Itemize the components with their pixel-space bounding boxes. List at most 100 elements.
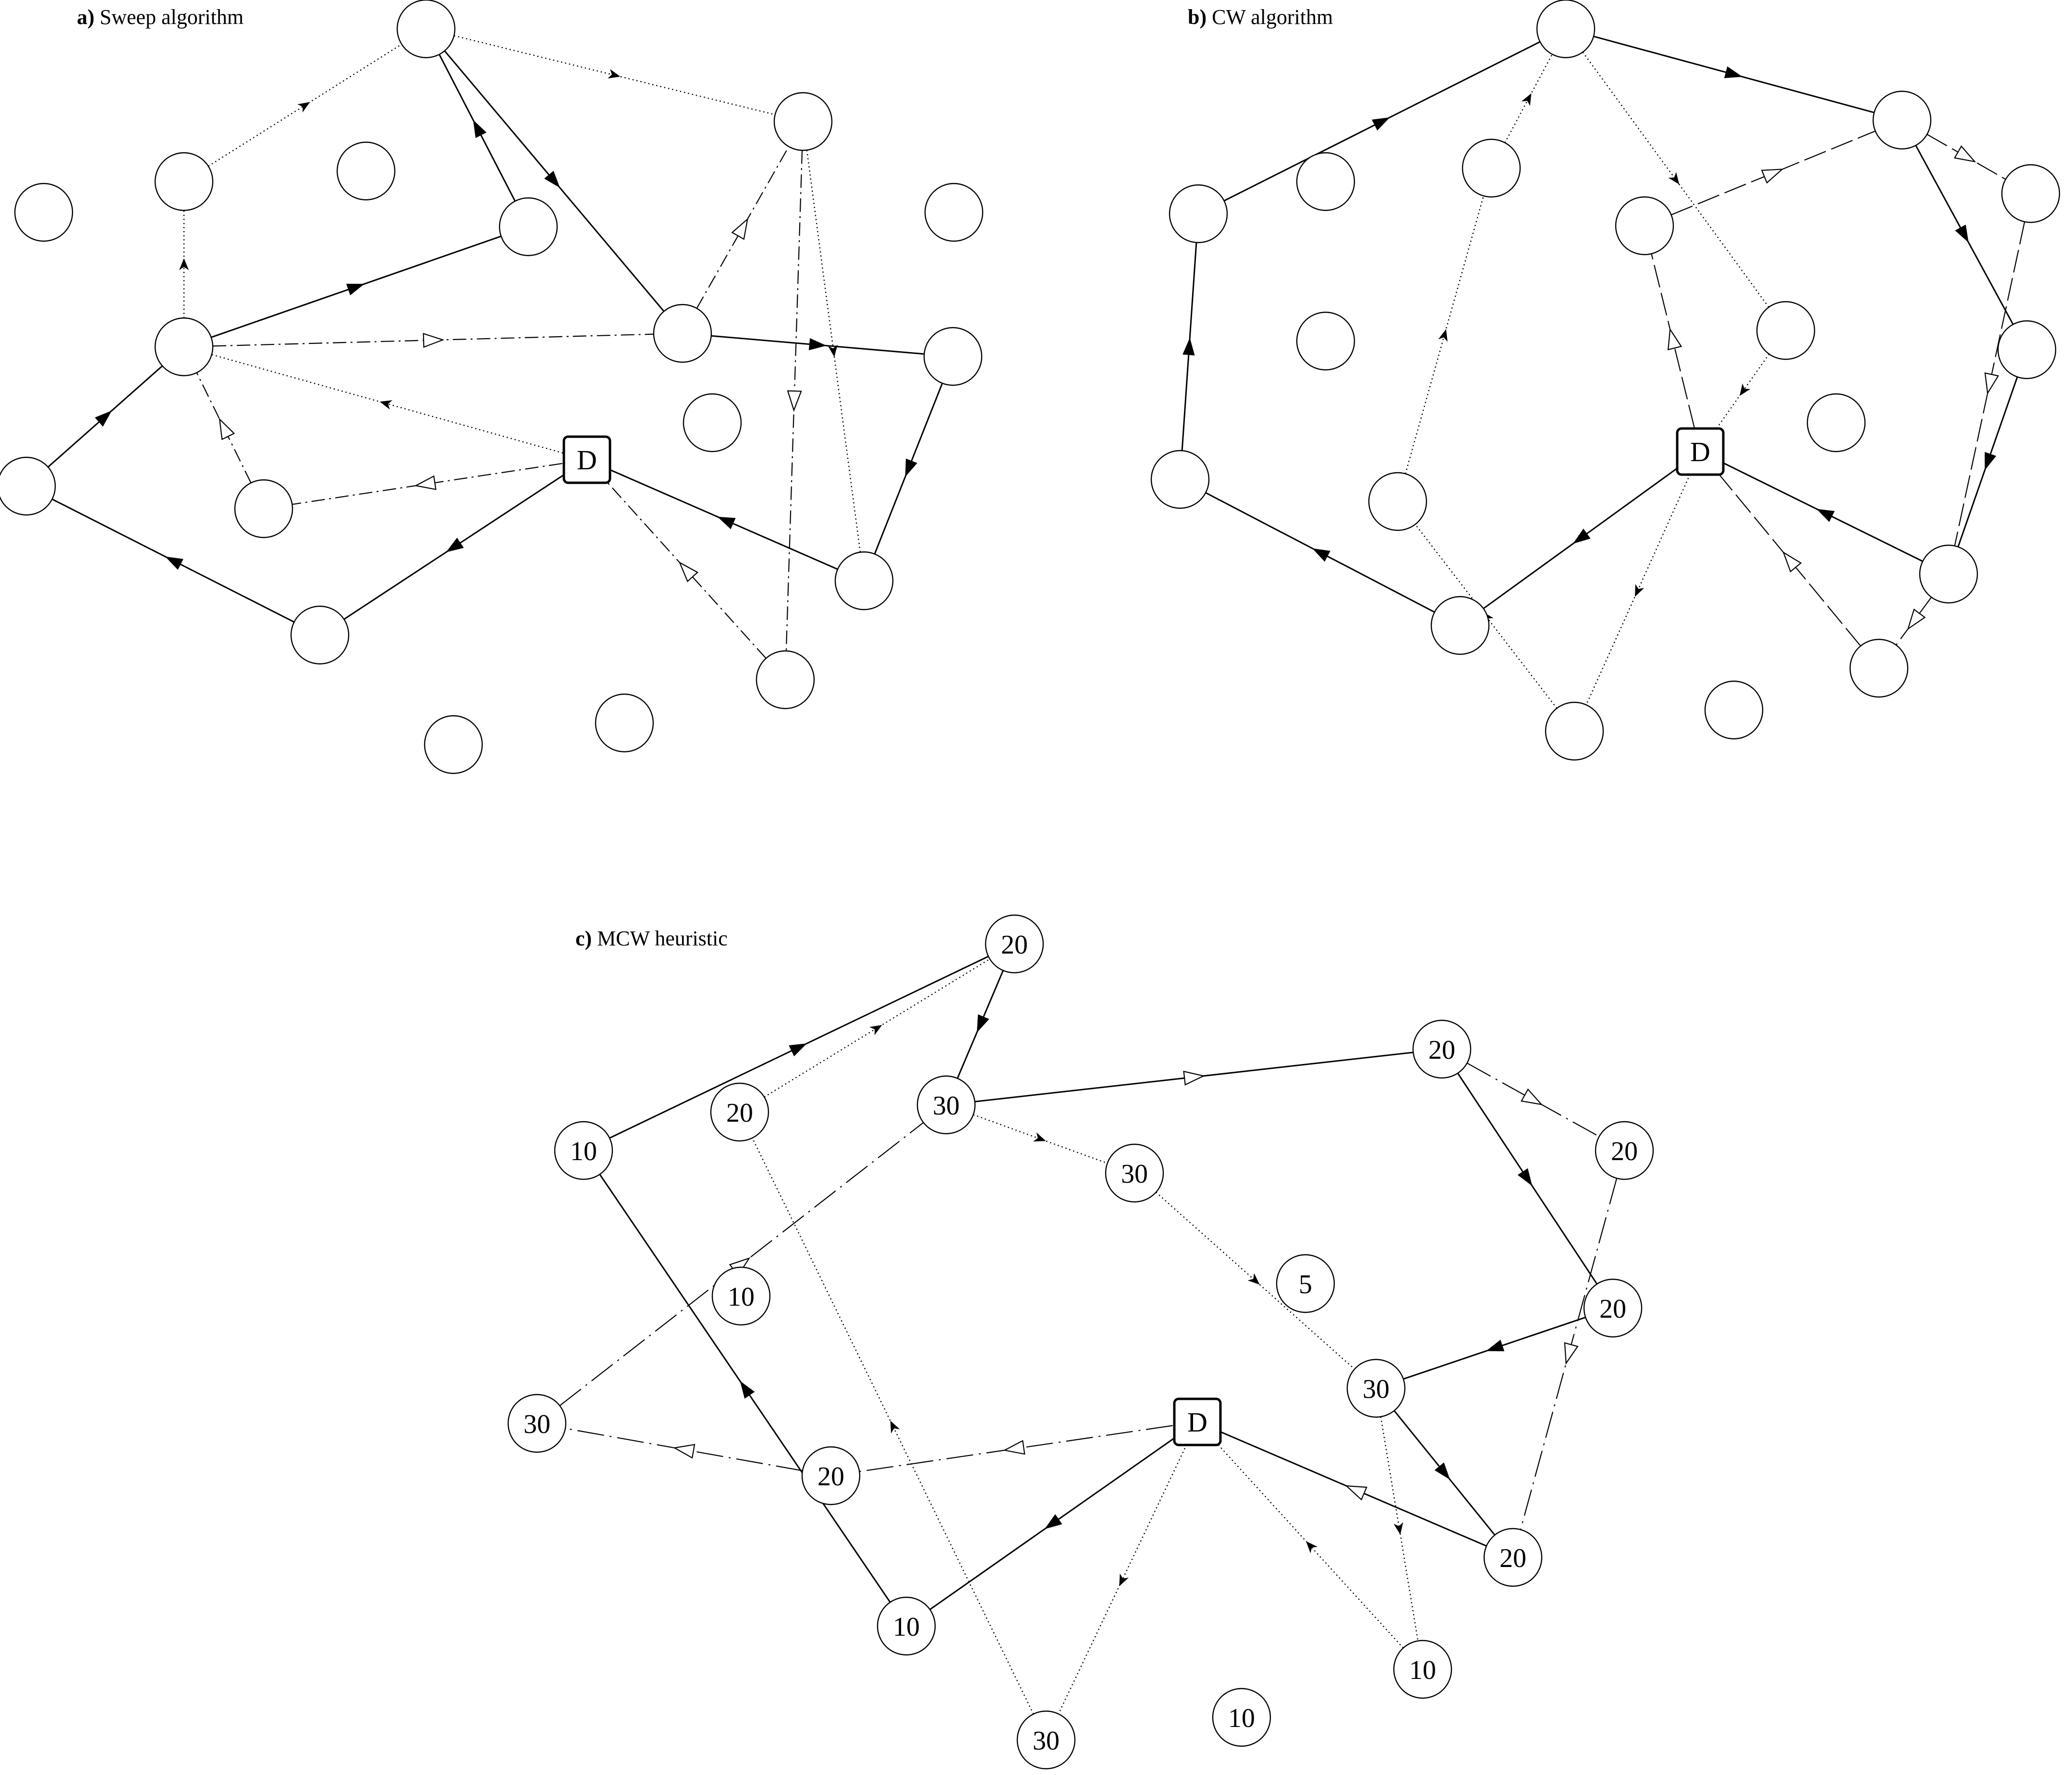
panel-a-title: a) Sweep algorithm <box>77 5 244 29</box>
customer-circle <box>923 327 983 386</box>
customer-circle <box>1756 301 1816 360</box>
customer-demand-label: 5 <box>1299 1270 1312 1299</box>
customer-circle <box>499 197 558 257</box>
customer-circle <box>1919 544 1978 604</box>
customer-node-c-15: 10 <box>1393 1640 1452 1699</box>
customer-node-c-2: 20 <box>710 1082 769 1142</box>
customer-node-b-2 <box>1296 152 1355 211</box>
route-edge-b-1-1 <box>1671 130 1876 216</box>
direction-arrow-b-0-1 <box>1312 548 1330 562</box>
route-edge-c-2-6 <box>1380 1417 1419 1641</box>
customer-node-a-8 <box>653 304 712 363</box>
customer-circle <box>711 1266 771 1326</box>
customer-node-b-7 <box>1756 301 1816 360</box>
customer-circle <box>773 92 833 151</box>
customer-circle <box>14 183 73 242</box>
route-edge-b-1-5 <box>1716 470 1861 647</box>
customer-circle <box>1545 701 1604 761</box>
customer-circle <box>1997 320 2057 379</box>
customer-demand-label: 10 <box>1228 1703 1255 1733</box>
customer-circle <box>1704 680 1764 740</box>
customer-circle <box>1583 1278 1643 1338</box>
customer-circle <box>1412 1019 1472 1079</box>
customer-circle <box>1615 196 1674 256</box>
customer-node-b-0 <box>1536 0 1596 59</box>
customer-demand-label: 20 <box>1599 1294 1626 1324</box>
direction-arrow-c-0-1 <box>740 1381 755 1399</box>
customer-node-b-14 <box>1430 596 1490 655</box>
depot-node-a: D <box>562 435 611 484</box>
direction-arrow-c-2-0 <box>1119 1573 1129 1587</box>
route-edge-c-2-1 <box>752 1138 1034 1714</box>
customer-node-b-13 <box>1919 544 1978 604</box>
route-edge-a-1-3 <box>696 146 790 309</box>
direction-arrow-b-0-3 <box>1372 117 1390 131</box>
direction-arrow-a-1-1 <box>219 417 235 441</box>
customer-node-a-6 <box>924 183 984 242</box>
customer-demand-label: 20 <box>1611 1137 1638 1166</box>
direction-arrow-c-1-5 <box>1564 1342 1579 1365</box>
direction-arrow-a-1-4 <box>787 390 802 412</box>
customer-circle <box>1483 1528 1543 1587</box>
customer-circle <box>924 183 984 242</box>
customer-node-a-12 <box>234 479 293 539</box>
customer-node-b-12 <box>1368 472 1427 531</box>
direction-arrow-b-2-2 <box>1438 329 1448 342</box>
panel-b-letter: b) <box>1188 5 1207 29</box>
panel-b-graph: D <box>1150 0 2060 761</box>
customer-demand-label: 30 <box>1033 1726 1060 1756</box>
customer-node-c-10: 30 <box>1346 1359 1406 1418</box>
customer-node-a-0 <box>14 183 73 242</box>
customer-node-c-11: 30 <box>507 1394 567 1453</box>
customer-node-b-11 <box>1150 450 1210 509</box>
direction-arrow-b-0-5 <box>1955 224 1969 243</box>
customer-node-a-15 <box>756 650 815 710</box>
direction-arrow-b-1-4 <box>1907 608 1926 630</box>
customer-node-c-13: 20 <box>1483 1528 1543 1587</box>
customer-node-a-14 <box>290 605 350 665</box>
customer-node-c-1: 20 <box>1412 1019 1472 1079</box>
route-edge-a-1-0 <box>292 463 562 505</box>
direction-arrow-b-1-1 <box>1761 169 1784 184</box>
direction-arrow-b-0-4 <box>1724 66 1743 78</box>
customer-circle <box>916 1075 976 1135</box>
customer-demand-label: 20 <box>1428 1035 1455 1065</box>
customer-circle <box>1150 450 1210 509</box>
direction-arrow-b-1-3 <box>1984 372 1999 395</box>
customer-circle <box>877 1596 936 1656</box>
customer-node-a-2 <box>336 141 396 201</box>
customer-node-b-1 <box>1872 90 1932 150</box>
direction-arrow-c-0-5 <box>1517 1168 1533 1186</box>
direction-arrow-b-2-0 <box>1634 584 1645 597</box>
direction-arrow-a-1-2 <box>423 332 445 348</box>
direction-arrow-b-1-0 <box>1667 328 1682 351</box>
direction-arrow-a-0-0 <box>446 538 464 552</box>
direction-arrow-a-1-5 <box>678 561 699 583</box>
customer-node-c-3: 30 <box>916 1075 976 1135</box>
depot-node-b: D <box>1676 427 1725 476</box>
customer-node-b-15 <box>1849 638 1909 698</box>
direction-arrow-a-0-4 <box>473 120 487 138</box>
customer-circle <box>1276 1254 1335 1313</box>
customer-circle <box>1872 90 1932 150</box>
customer-demand-label: 30 <box>1363 1374 1389 1404</box>
direction-arrow-c-2-1 <box>890 1420 900 1433</box>
depot-box <box>562 435 611 484</box>
customer-node-b-16 <box>1704 680 1764 740</box>
customer-node-c-5: 20 <box>1595 1121 1654 1180</box>
customer-demand-label: 20 <box>1001 930 1028 960</box>
direction-arrow-c-0-2 <box>789 1043 807 1057</box>
customer-circle <box>1368 472 1427 531</box>
customer-circle <box>1016 1710 1076 1770</box>
customer-demand-label: 30 <box>1121 1159 1148 1189</box>
direction-arrow-b-0-2 <box>1182 337 1195 355</box>
direction-arrow-c-1-3 <box>1183 1070 1206 1086</box>
direction-arrow-a-1-3 <box>731 218 749 240</box>
customer-circle <box>1212 1688 1271 1747</box>
panel-b-title: b) CW algorithm <box>1188 5 1333 29</box>
direction-arrow-a-2-2 <box>297 102 310 113</box>
customer-node-a-10 <box>923 327 983 386</box>
customer-node-b-10 <box>1806 393 1866 453</box>
direction-arrow-b-1-2 <box>1953 145 1976 163</box>
direction-arrow-a-0-5 <box>544 171 560 188</box>
